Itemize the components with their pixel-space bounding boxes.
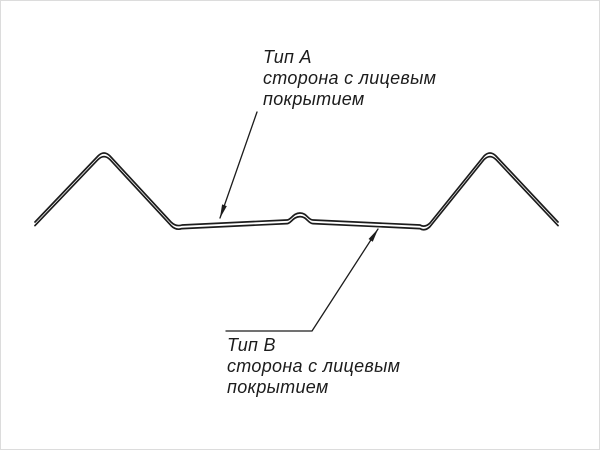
type-a-title: Тип А <box>263 47 312 67</box>
type-b-label: Тип В сторона с лицевым покрытием <box>227 335 400 398</box>
type-b-title: Тип В <box>227 335 276 355</box>
type-a-leader-line <box>219 111 258 219</box>
sheet-profile-outline <box>34 152 559 231</box>
type-a-desc-line2: покрытием <box>263 89 365 109</box>
type-b-leader-line <box>225 228 379 332</box>
sheet-bottom-surface-line <box>34 155 559 231</box>
type-b-desc-line1: сторона с лицевым <box>227 356 401 376</box>
type-a-label: Тип А сторона с лицевым покрытием <box>263 47 436 110</box>
type-b-desc-line2: покрытием <box>227 377 329 397</box>
sheet-top-surface-line <box>34 152 559 227</box>
type-a-desc-line1: сторона с лицевым <box>263 68 437 88</box>
